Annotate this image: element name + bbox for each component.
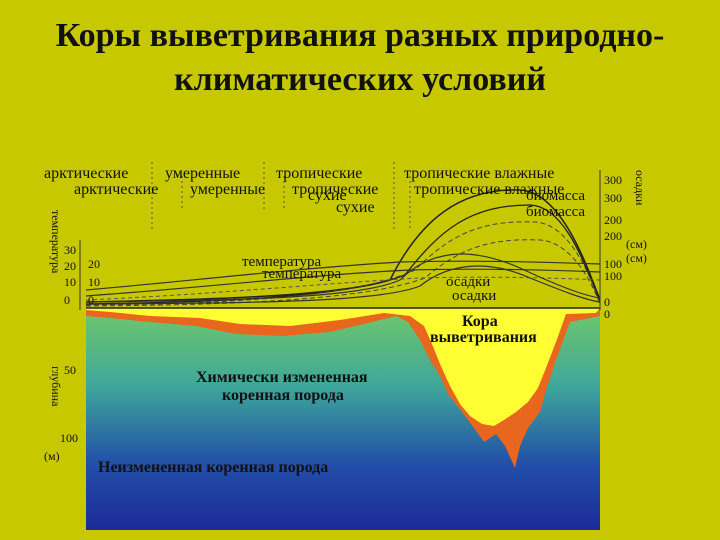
- precipitation-curve-2: [85, 265, 601, 305]
- precipitation-axis-label: осадки: [633, 170, 647, 206]
- svg-text:глубина: глубина: [49, 366, 63, 407]
- temp-inner-tick-20: 20: [88, 257, 100, 271]
- weathering-crust-layer: [86, 308, 600, 426]
- temperature-label-2: температура: [262, 266, 342, 282]
- zone-label-dry-2: сухие: [336, 199, 375, 216]
- temp-inner-tick-0: 0: [88, 293, 94, 307]
- biomass-curve-4: [85, 239, 601, 307]
- right-unit-a: (см): [626, 237, 647, 251]
- temperature-axis-label: температура: [49, 210, 63, 274]
- biomass-label-1: биомасса: [526, 188, 585, 204]
- temp-tick-10: 10: [64, 275, 76, 289]
- right-tick-300-b: 300: [604, 191, 622, 205]
- title-line-2: климатических условий: [174, 61, 546, 98]
- temperature-curve-3: [85, 276, 601, 301]
- precipitation-label-2: осадки: [452, 288, 496, 304]
- depth-axis-label: глубина: [49, 366, 63, 407]
- right-tick-0-b: 0: [604, 307, 610, 321]
- unaltered-rock-label: Неизмененная коренная порода: [98, 459, 328, 476]
- temp-inner-tick-10: 10: [88, 275, 100, 289]
- temperature-curve-1: [85, 260, 601, 291]
- depth-tick-50: 50: [64, 363, 76, 377]
- zone-label-tropical-humid: тропические влажные: [404, 165, 554, 182]
- title-line-1: Коры выветривания разных природно-: [55, 17, 665, 54]
- slide-title: Коры выветривания разных природно- клима…: [0, 14, 720, 102]
- temperature-curve-2: [85, 268, 601, 297]
- depth-tick-100: 100: [60, 431, 78, 445]
- biomass-curve-3: [85, 221, 601, 306]
- right-tick-200-a: 200: [604, 213, 622, 227]
- crust-label-line-1: Кора: [462, 313, 498, 330]
- temperature-label-1: температура: [242, 254, 322, 270]
- right-tick-200-b: 200: [604, 229, 622, 243]
- biomass-curve-1: [85, 189, 601, 303]
- zone-label-tropical-humid-2: тропические влажные: [414, 181, 564, 198]
- right-unit-b: (см): [626, 251, 647, 265]
- zone-label-tropical-2: тропические: [292, 181, 378, 198]
- zone-separators: [151, 162, 411, 230]
- biomass-curve-2: [85, 204, 601, 305]
- temp-tick-0: 0: [64, 293, 70, 307]
- svg-text:температура: температура: [49, 210, 63, 274]
- zone-label-temperate: умеренные: [165, 165, 240, 182]
- crust-label-line-2: выветривания: [430, 329, 537, 346]
- zone-label-temperate-2: умеренные: [190, 181, 265, 198]
- right-tick-300-a: 300: [604, 173, 622, 187]
- right-tick-100-b: 100: [604, 269, 622, 283]
- biomass-label-2: биомасса: [526, 204, 585, 220]
- zone-label-arctic-2: арктические: [74, 181, 158, 198]
- zone-label-dry: сухие: [308, 187, 347, 204]
- altered-rock-label-line-1: Химически измененная: [196, 369, 368, 386]
- right-tick-0-a: 0: [604, 295, 610, 309]
- depth-unit: (м): [44, 449, 60, 463]
- precipitation-curve-1: [85, 253, 601, 303]
- weathering-crust-diagram: арктические умеренные тропические тропич…: [44, 162, 647, 530]
- zone-label-arctic: арктические: [44, 165, 128, 182]
- precipitation-label-1: осадки: [446, 274, 490, 290]
- temp-tick-20: 20: [64, 259, 76, 273]
- right-tick-100-a: 100: [604, 257, 622, 271]
- svg-text:осадки: осадки: [633, 170, 647, 206]
- temp-tick-30: 30: [64, 243, 76, 257]
- altered-rock-label-line-2: коренная порода: [222, 387, 344, 404]
- zone-label-tropical: тропические: [276, 165, 362, 182]
